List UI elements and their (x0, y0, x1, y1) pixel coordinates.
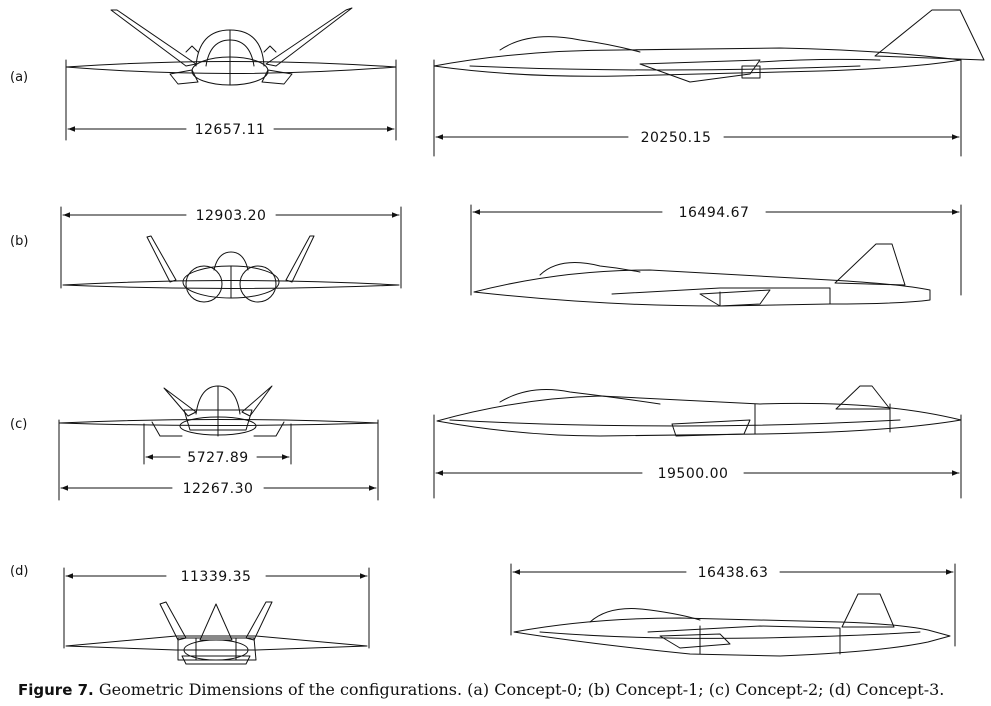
side-view-concept-3 (513, 593, 951, 657)
front-span-label-a: 12657.11 (195, 122, 266, 138)
figure-caption: Figure 7. Geometric Dimensions of the co… (18, 680, 978, 699)
side-length-dimension-c: 19500.00 (435, 466, 960, 482)
inner-span-label-c: 5727.89 (187, 450, 248, 466)
side-view-concept-0 (433, 9, 985, 157)
front-span-label-d: 11339.35 (181, 569, 252, 585)
caption-text: Geometric Dimensions of the configuratio… (93, 680, 945, 699)
front-view-concept-1 (62, 235, 400, 303)
side-length-label-c: 19500.00 (658, 466, 729, 482)
row-label-b: (b) (10, 234, 28, 249)
front-span-dimension-c: 12267.30 (60, 481, 377, 497)
side-length-dimension-d: 16438.63 (510, 563, 956, 647)
front-span-label-c: 12267.30 (183, 481, 254, 497)
side-view-concept-1 (473, 243, 931, 307)
row-label-c: (c) (10, 417, 27, 432)
side-view-concept-2 (433, 385, 962, 499)
side-length-dimension-a: 20250.15 (435, 130, 960, 146)
side-length-label-a: 20250.15 (641, 130, 712, 146)
front-view-concept-0 (65, 7, 397, 141)
inner-span-dimension-c: 5727.89 (145, 450, 290, 466)
figure-label: Figure 7. (18, 681, 94, 699)
side-length-label-b: 16494.67 (679, 205, 750, 221)
row-label-d: (d) (10, 564, 28, 579)
side-length-label-d: 16438.63 (698, 565, 769, 581)
front-view-concept-2 (58, 385, 379, 501)
front-span-dimension-d: 11339.35 (63, 567, 370, 649)
row-label-a: (a) (10, 70, 28, 85)
side-length-dimension-b: 16494.67 (470, 204, 962, 296)
front-span-dimension-b: 12903.20 (60, 206, 402, 289)
front-view-concept-3 (65, 601, 368, 665)
front-span-dimension-a: 12657.11 (67, 122, 395, 138)
front-span-label-b: 12903.20 (196, 208, 267, 224)
